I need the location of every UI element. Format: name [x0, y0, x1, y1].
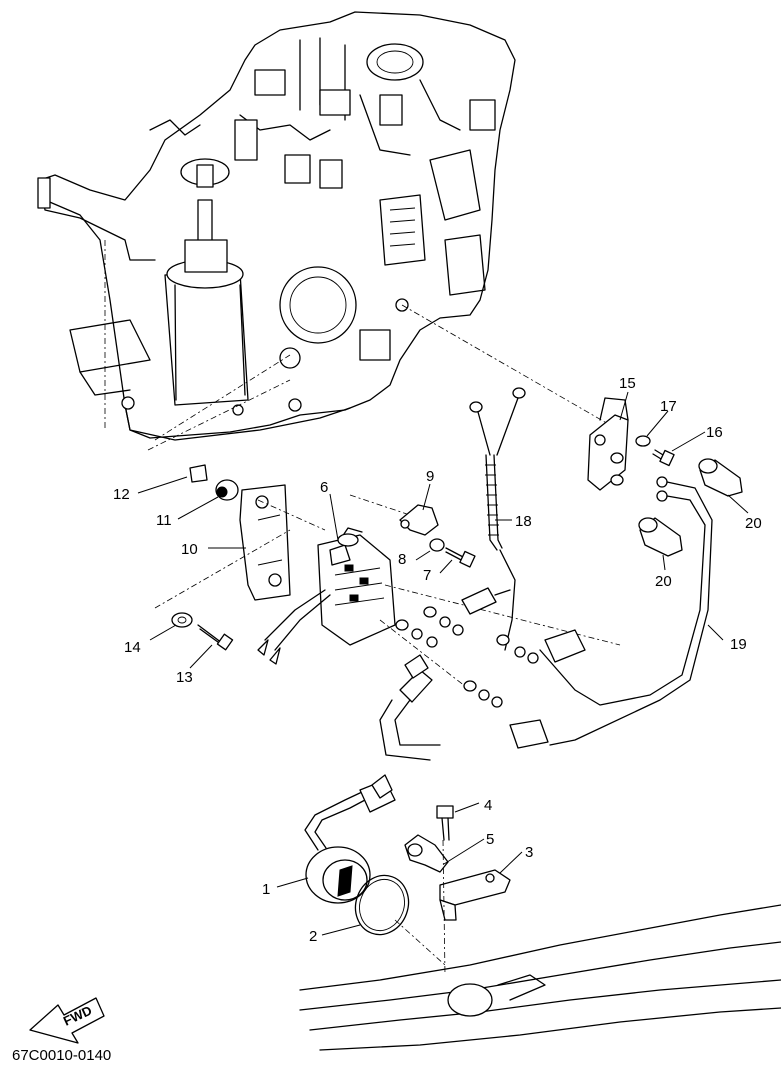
assembly-reference-lines	[104, 240, 611, 451]
bolt-4	[436, 805, 454, 841]
washer-17	[635, 435, 651, 447]
grommet-11	[215, 479, 239, 501]
callout-13: 13	[176, 669, 193, 686]
plug-cap-20-lower	[638, 517, 683, 557]
callout-10: 10	[181, 541, 198, 558]
callout-17: 17	[660, 398, 677, 415]
callout-18: 18	[515, 513, 532, 530]
bolt-16	[652, 449, 675, 467]
terminal-set-mid	[395, 606, 539, 708]
fwd-arrow-icon: FWD	[29, 997, 105, 1044]
bracket-10	[239, 484, 291, 601]
collar-12	[189, 464, 208, 483]
clamp-9	[399, 504, 439, 536]
callout-9: 9	[426, 468, 434, 485]
callout-16: 16	[706, 424, 723, 441]
spark-plug-lead-lower	[379, 654, 441, 761]
bolt-13	[197, 624, 234, 651]
plug-cap-20-upper	[698, 458, 743, 497]
callout-12: 12	[113, 486, 130, 503]
callout-2: 2	[309, 928, 317, 945]
bracket-3	[439, 869, 511, 921]
callout-7: 7	[423, 567, 431, 584]
switch-1	[304, 774, 396, 904]
bottom-cowling	[299, 904, 781, 1051]
callout-1: 1	[262, 881, 270, 898]
high-tension-cord-19	[509, 476, 713, 749]
washer-8	[429, 538, 445, 552]
wire-lead-18	[461, 387, 526, 651]
callout-3: 3	[525, 844, 533, 861]
callout-8: 8	[398, 551, 406, 568]
callout-leaders	[137, 391, 749, 936]
ignition-coil-15	[587, 397, 629, 491]
callout-labels: 12 11 10 6 9 8 7 18 14 13 15 17 16 20 20…	[113, 375, 762, 945]
callout-15: 15	[619, 375, 636, 392]
clamp-5	[404, 834, 449, 873]
washer-14	[171, 612, 193, 628]
diagram-code: 67C0010-0140	[12, 1047, 112, 1064]
bolt-7	[445, 547, 476, 568]
callout-6: 6	[320, 479, 328, 496]
oring-2	[354, 874, 410, 936]
engine-block-illustration	[37, 11, 516, 441]
callout-19: 19	[730, 636, 747, 653]
callout-4: 4	[484, 797, 492, 814]
cdi-unit-6	[317, 527, 396, 646]
callout-20-upper: 20	[745, 515, 762, 532]
callout-14: 14	[124, 639, 141, 656]
callout-11: 11	[156, 512, 172, 529]
callout-5: 5	[486, 831, 494, 848]
callout-20-lower: 20	[655, 573, 672, 590]
